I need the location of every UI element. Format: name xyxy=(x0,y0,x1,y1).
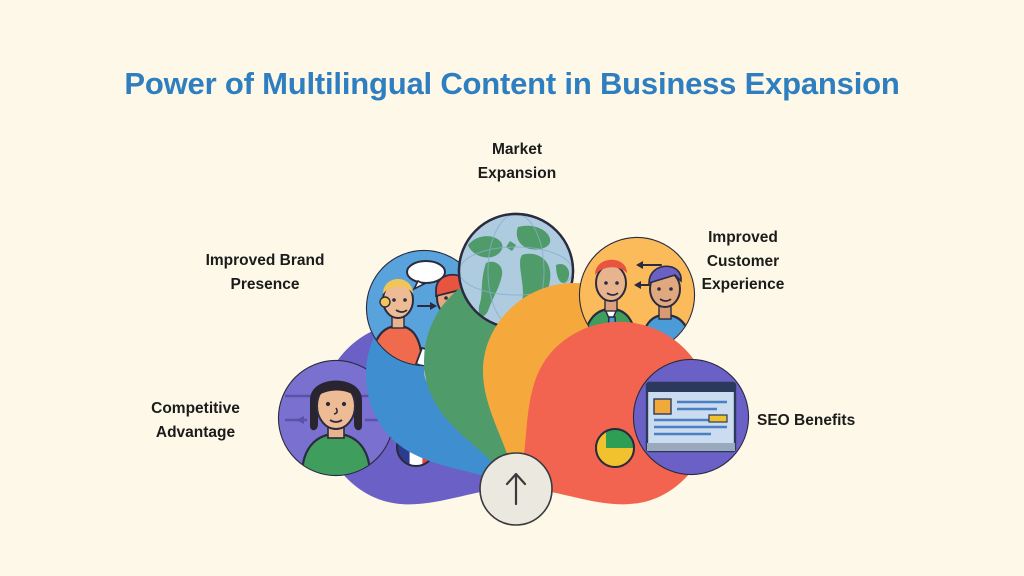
label-market-expansion: Market Expansion xyxy=(477,141,557,182)
label-seo-benefits: SEO Benefits xyxy=(757,412,856,429)
label-improved-customer-experience: Improved Customer Experience xyxy=(701,229,785,294)
generic-flag-badge xyxy=(595,428,635,468)
label-improved-brand-presence: Improved Brand Presence xyxy=(205,252,325,293)
arrow-up-icon xyxy=(505,472,527,506)
webpage-document-illustration xyxy=(632,358,750,476)
page-title: Power of Multilingual Content in Busines… xyxy=(124,66,900,101)
center-hub[interactable] xyxy=(479,452,553,526)
label-competitive-advantage: Competitive Advantage xyxy=(151,400,240,441)
petal-seo-benefits[interactable] xyxy=(461,285,750,564)
